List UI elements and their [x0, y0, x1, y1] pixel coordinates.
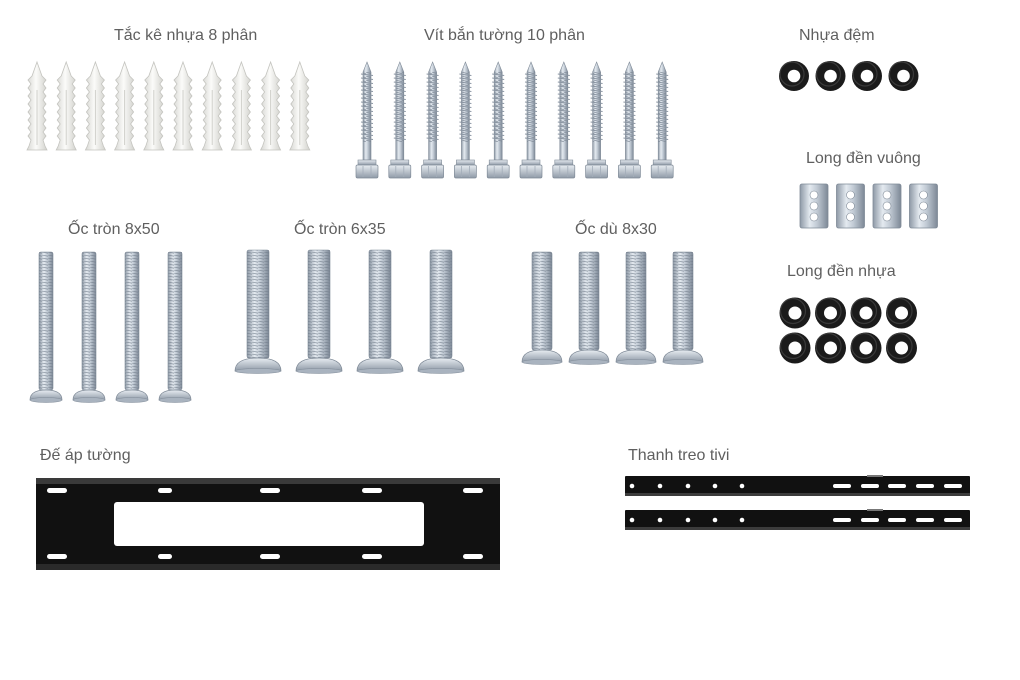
round-bolt-6x35	[295, 249, 343, 374]
umbrella-bolt-8x30	[568, 251, 610, 365]
square-washer	[799, 183, 829, 229]
plastic-washer	[850, 332, 882, 364]
wall-plug	[26, 60, 48, 151]
round-bolts-8x50-label: Ốc tròn 8x50	[68, 221, 160, 238]
round-bolt-6x35	[356, 249, 404, 374]
wall-screw	[388, 61, 412, 179]
wall-plate-body	[36, 478, 500, 570]
round-bolt-6x35-group	[234, 249, 465, 374]
plastic-spacer	[888, 61, 919, 91]
wall-plug-group	[26, 60, 311, 151]
plastic-spacer	[815, 61, 846, 91]
plastic-spacers-label: Nhựa đệm	[799, 27, 875, 44]
wall-screw	[486, 61, 510, 179]
wall-plug	[201, 60, 223, 151]
umbrella-bolt-8x30	[662, 251, 704, 365]
wall-screw	[454, 61, 477, 179]
round-bolt-8x50	[115, 251, 149, 403]
wall-plug	[55, 60, 77, 151]
wall-plug	[143, 60, 165, 151]
wall-screw	[519, 61, 543, 179]
tv-rail-group	[625, 475, 970, 530]
plastic-washer	[886, 332, 917, 364]
plastic-washer	[886, 297, 917, 329]
tv-rail	[625, 475, 970, 496]
umbrella-bolt-8x30	[521, 251, 563, 365]
round-bolt-8x50	[72, 251, 106, 403]
square-washer-group	[799, 183, 938, 229]
round-bolt-8x50	[158, 251, 192, 403]
plastic-spacer	[852, 61, 882, 91]
wall-screw	[650, 61, 674, 179]
wall-screw	[552, 61, 576, 179]
wall-plug	[113, 60, 136, 151]
plastic-washer	[815, 297, 846, 329]
umbrella-bolt-8x30-group	[521, 251, 704, 365]
square-washer	[909, 183, 938, 229]
plastic-washer-group	[779, 297, 917, 364]
wall-plug	[84, 60, 107, 151]
wall-screws-label: Vít bắn tường 10 phân	[424, 27, 585, 44]
square-washer	[872, 183, 902, 229]
round-bolt-6x35	[417, 249, 465, 374]
wall-screw-group	[355, 61, 674, 179]
wall-plug	[172, 60, 194, 151]
square-washer	[836, 183, 865, 229]
wall-plugs-label: Tắc kê nhựa 8 phân	[114, 27, 258, 44]
square-washers-label: Long đền vuông	[806, 150, 921, 167]
wall-screw	[355, 61, 379, 179]
wall-plug	[289, 60, 311, 151]
wall-plate-label: Đế áp tường	[40, 447, 131, 464]
plastic-washers-label: Long đền nhựa	[787, 263, 896, 280]
wall-screw	[421, 61, 444, 179]
plastic-washer	[779, 332, 811, 364]
wall-plug	[259, 60, 282, 151]
wall-screw	[585, 61, 608, 179]
round-bolt-8x50-group	[29, 251, 192, 403]
round-bolt-6x35	[234, 249, 282, 374]
plastic-spacer-group	[779, 61, 919, 91]
plastic-washer	[850, 297, 882, 329]
wall-screw	[618, 61, 641, 179]
round-bolt-8x50	[29, 251, 63, 403]
tv-rails-label: Thanh treo tivi	[628, 447, 730, 464]
umbrella-bolt-8x30	[615, 251, 657, 365]
round-bolts-6x35-label: Ốc tròn 6x35	[294, 221, 386, 238]
wall-plug	[230, 60, 253, 151]
plastic-spacer	[779, 61, 809, 91]
plastic-washer	[815, 332, 846, 364]
tv-rail	[625, 509, 970, 530]
umbrella-bolts-8x30-label: Ốc dù 8x30	[575, 221, 657, 238]
plastic-washer	[779, 297, 811, 329]
wall-plate	[36, 478, 500, 570]
